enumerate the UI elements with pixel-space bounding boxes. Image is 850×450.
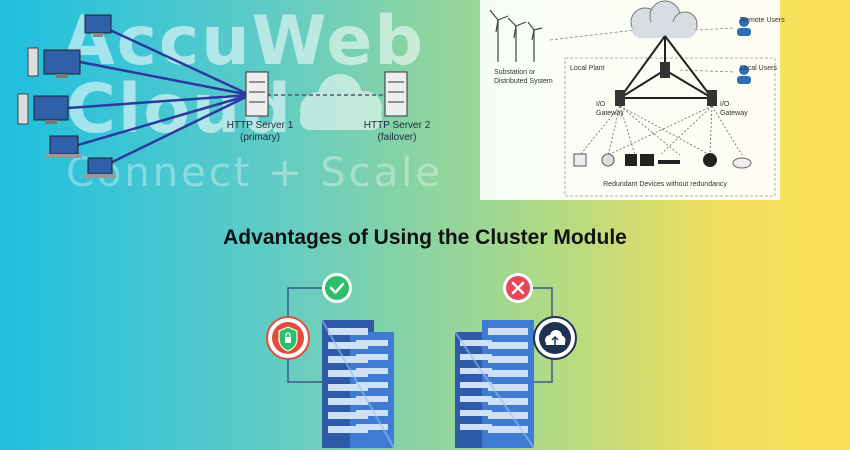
gateway-links xyxy=(619,35,713,99)
gateway-right-label: I/O Gateway xyxy=(720,101,748,117)
laptop-icon xyxy=(46,135,82,158)
grid-diagram-panel xyxy=(480,0,780,200)
local-users-label: Local Users xyxy=(740,65,777,72)
laptop-icon xyxy=(84,157,116,178)
grid-diagram xyxy=(489,0,776,197)
watermark-tagline: Connect + Scale xyxy=(66,150,443,196)
page-title: Advantages of Using the Cluster Module xyxy=(223,226,627,249)
gateway-left-label: I/O Gateway xyxy=(596,101,624,117)
gateway-icon xyxy=(615,90,625,106)
server2-role: (failover) xyxy=(377,132,417,143)
router-icon xyxy=(660,62,670,78)
server1-role: (primary) xyxy=(240,132,280,143)
wind-turbine-icon xyxy=(489,9,543,62)
server-icon xyxy=(384,71,408,117)
desktop-icon xyxy=(84,14,112,37)
devices-caption: Redundant Devices without redundancy xyxy=(603,181,727,188)
device-icons xyxy=(573,153,752,169)
remote-users-label: Remote Users xyxy=(740,17,785,24)
cloud-logo-icon xyxy=(300,74,382,130)
desktop-icon xyxy=(27,47,81,78)
server1-label: HTTP Server 1 (primary) xyxy=(215,120,305,144)
server2-name: HTTP Server 2 xyxy=(363,120,431,131)
cloud-icon xyxy=(630,0,698,38)
local-plant-box xyxy=(564,57,776,197)
cloud-upload-icon xyxy=(533,316,577,360)
connection-lines xyxy=(67,28,251,170)
users-icon xyxy=(737,17,751,36)
server-icon xyxy=(245,71,269,117)
desktop-icon xyxy=(17,93,69,125)
server-rack-icon xyxy=(454,320,535,449)
server-rack-icon xyxy=(321,319,395,449)
substation-label: Substation or Distributed System xyxy=(494,69,553,85)
users-icon xyxy=(737,65,751,84)
left-network-diagram xyxy=(17,14,408,178)
server1-name: HTTP Server 1 xyxy=(226,120,294,131)
local-plant-label: Local Plant xyxy=(570,65,605,72)
check-icon xyxy=(322,273,352,303)
close-icon xyxy=(503,273,533,303)
watermark-line1: AccuWeb xyxy=(62,2,426,81)
gateway-icon xyxy=(707,90,717,106)
cluster-illustration xyxy=(266,273,577,449)
server2-label: HTTP Server 2 (failover) xyxy=(352,120,442,144)
shield-icon xyxy=(266,316,310,360)
